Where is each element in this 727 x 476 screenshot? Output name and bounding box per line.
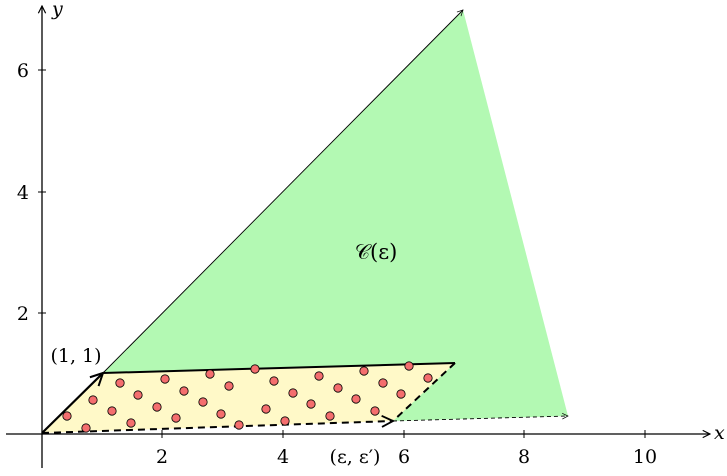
lattice-point <box>171 413 181 423</box>
lattice-point <box>314 371 324 381</box>
cone-upper-ray <box>102 10 463 374</box>
lattice-point <box>152 402 162 412</box>
y-tick-label: 6 <box>17 60 29 82</box>
x-tick-label: 8 <box>518 446 530 468</box>
lattice-points <box>62 361 433 433</box>
y-tick-label: 4 <box>17 182 29 204</box>
cone-lower-ray <box>392 416 568 422</box>
lattice-point <box>280 416 290 426</box>
lattice-point <box>370 406 380 416</box>
point-eps-label: (ε, ε′) <box>330 446 381 468</box>
lattice-point <box>234 420 244 430</box>
lattice-point <box>81 423 91 433</box>
cone-label: 𝒞(ε) <box>355 240 398 264</box>
lattice-point <box>396 389 406 399</box>
lattice-point <box>306 399 316 409</box>
x-axis-label: x <box>714 422 725 444</box>
lattice-point <box>133 390 143 400</box>
lattice-point <box>423 373 433 383</box>
lattice-point <box>179 386 189 396</box>
lattice-point <box>359 366 369 376</box>
y-ticks <box>38 69 46 314</box>
lattice-point <box>88 395 98 405</box>
x-ticks <box>161 430 646 438</box>
point-one-one-label: (1, 1) <box>50 345 101 367</box>
y-axis-label: y <box>51 0 63 20</box>
x-tick-label: 6 <box>398 446 410 468</box>
lattice-point <box>224 381 234 391</box>
x-tick-label: 10 <box>633 446 657 468</box>
lattice-point <box>126 418 136 428</box>
parallelogram-region <box>42 363 455 433</box>
lattice-point <box>62 411 72 421</box>
parallelogram-top-edge <box>102 362 456 374</box>
lattice-point <box>250 364 260 374</box>
lattice-point <box>216 409 226 419</box>
lattice-point <box>269 376 279 386</box>
lattice-point <box>160 374 170 384</box>
lattice-point <box>351 394 361 404</box>
lattice-point <box>198 397 208 407</box>
lattice-point <box>107 406 117 416</box>
cone-region <box>103 10 568 421</box>
parallelogram-bottom-edge <box>41 421 393 434</box>
parallelogram-right-edge <box>392 362 456 422</box>
lattice-point <box>288 388 298 398</box>
x-tick-label: 2 <box>156 446 168 468</box>
lattice-point <box>325 411 335 421</box>
lattice-point <box>115 378 125 388</box>
lattice-point <box>404 361 414 371</box>
lattice-point <box>378 378 388 388</box>
y-tick-label: 2 <box>17 303 29 325</box>
x-tick-label: 4 <box>277 446 289 468</box>
lattice-point <box>261 404 271 414</box>
lattice-point <box>333 383 343 393</box>
lattice-point <box>205 369 215 379</box>
vector-one-one <box>41 373 103 434</box>
